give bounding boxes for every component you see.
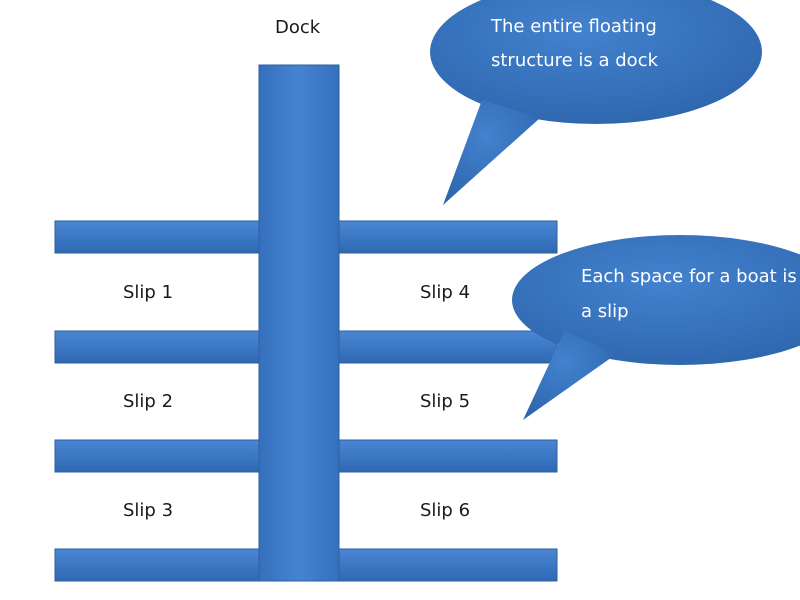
slip-label: Slip 3 <box>123 500 174 521</box>
callout-dock-line-2: structure is a dock <box>491 50 659 71</box>
slip-label: Slip 1 <box>123 282 174 303</box>
callout-dock-line-1: The entire floating <box>491 16 657 37</box>
callout-dock <box>430 0 762 205</box>
dock-title: Dock <box>275 17 321 38</box>
slip-label: Slip 4 <box>420 282 471 303</box>
slip-label: Slip 6 <box>420 500 471 521</box>
slip-label: Slip 5 <box>420 391 471 412</box>
callout-slip <box>512 235 800 420</box>
main-dock-walkway <box>258 64 340 582</box>
callout-slip-line-2: a slip <box>581 301 629 322</box>
callout-slip-line-1: Each space for a boat is <box>581 266 797 287</box>
slip-label: Slip 2 <box>123 391 174 412</box>
